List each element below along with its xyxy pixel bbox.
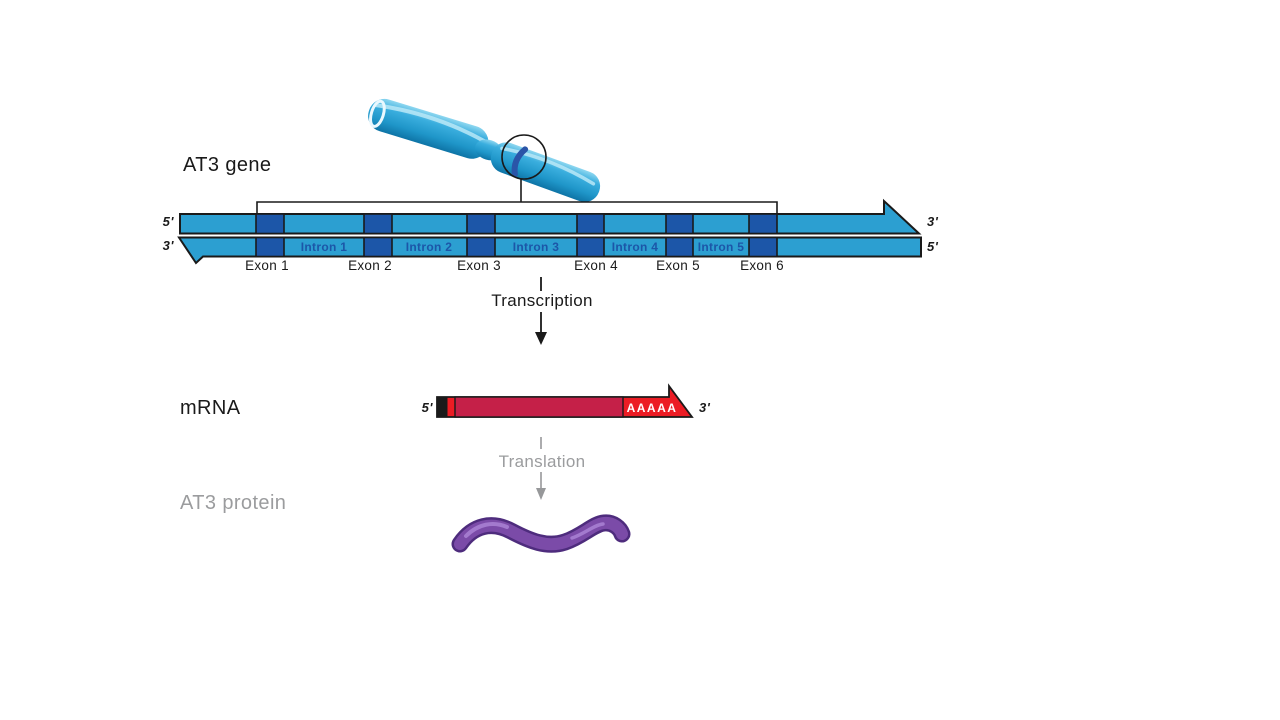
exon-6-box-bottom [748, 236, 778, 258]
exon-5-box-bottom [665, 236, 694, 258]
bottom-strand-right-end-label: 5' [927, 239, 939, 254]
top-strand-left-end-label: 5' [162, 214, 174, 229]
exon-3-box-bottom [466, 236, 496, 258]
exon-1-box-top [255, 213, 285, 235]
exon-2-box-bottom [363, 236, 393, 258]
exon-3-label: Exon 3 [457, 258, 501, 273]
gene-section-title: AT3 gene [183, 154, 272, 176]
gene-bracket [256, 201, 778, 214]
mrna-bar [436, 383, 694, 418]
exon-6-box-top [748, 213, 778, 235]
mrna-left-end-label: 5' [421, 400, 433, 415]
translation-arrow [536, 437, 546, 500]
transcription-arrow [535, 277, 547, 345]
exon-2-label: Exon 2 [348, 258, 392, 273]
intron-3-label: Intron 3 [512, 240, 560, 254]
intron-5-label: Intron 5 [697, 240, 745, 254]
exon-1-label: Exon 1 [245, 258, 289, 273]
chromosome-icon [368, 98, 601, 203]
protein-squiggle [451, 514, 631, 553]
exon-4-box-bottom [576, 236, 605, 258]
exon-3-box-top [466, 213, 496, 235]
bottom-strand-left-end-label: 3' [162, 238, 174, 253]
dna-bottom-strand [177, 236, 922, 265]
dna-top-strand [179, 198, 922, 235]
intron-1-label: Intron 1 [300, 240, 348, 254]
locus-circle [501, 134, 547, 180]
intron-4-label: Intron 4 [611, 240, 659, 254]
mrna-poly-a-label: AAAAA [626, 401, 678, 415]
exon-5-label: Exon 5 [656, 258, 700, 273]
exon-1-box-bottom [255, 236, 285, 258]
exon-4-box-top [576, 213, 605, 235]
exon-6-label: Exon 6 [740, 258, 784, 273]
exon-5-box-top [665, 213, 694, 235]
protein-section-title: AT3 protein [180, 492, 287, 514]
mrna-coding-region [454, 396, 624, 418]
mrna-section-title: mRNA [180, 397, 241, 419]
top-strand-right-end-label: 3' [927, 214, 939, 229]
mrna-right-end-label: 3' [699, 400, 711, 415]
exon-4-label: Exon 4 [574, 258, 618, 273]
translation-label: Translation [498, 452, 586, 471]
mrna-cap-segment [437, 397, 448, 417]
exon-2-box-top [363, 213, 393, 235]
intron-2-label: Intron 2 [405, 240, 453, 254]
gene-band [511, 146, 529, 178]
transcription-label: Transcription [491, 291, 593, 310]
